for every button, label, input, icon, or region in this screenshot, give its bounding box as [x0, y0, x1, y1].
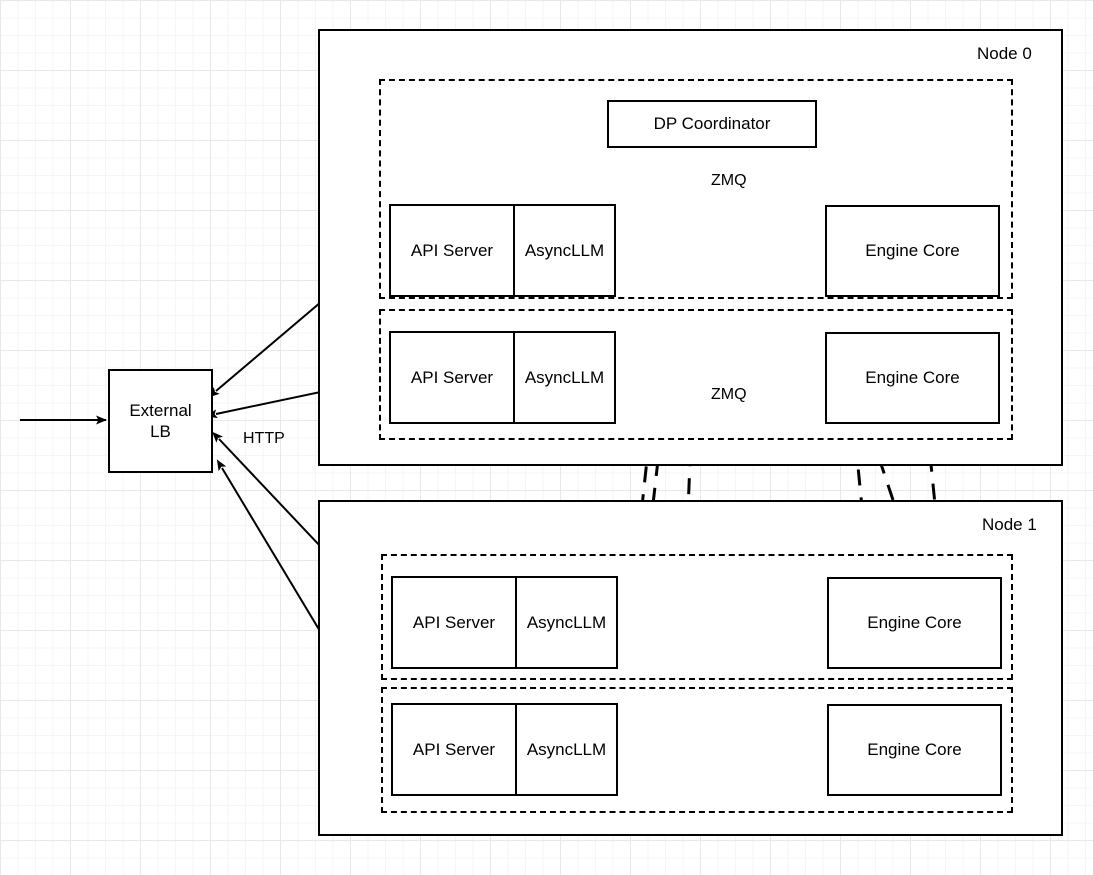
asyncllm-cell[interactable]: AsyncLLM	[524, 367, 605, 387]
asyncllm-cell[interactable]: AsyncLLM	[524, 240, 605, 260]
node-0-replica-1-engine-core[interactable]: Engine Core	[825, 332, 1000, 424]
node-0-replica-0-server[interactable]: API Server AsyncLLM	[389, 204, 616, 297]
zmq-label-top: ZMQ	[711, 172, 747, 189]
dp-coordinator-box[interactable]: DP Coordinator	[607, 100, 817, 148]
node-0-replica-1-server[interactable]: API Server AsyncLLM	[389, 331, 616, 424]
engine-core-label: Engine Core	[865, 241, 960, 261]
external-lb-label-line1: External	[129, 400, 192, 420]
node-1-replica-1-engine-core[interactable]: Engine Core	[827, 704, 1002, 796]
engine-core-label: Engine Core	[867, 740, 962, 760]
node-1-replica-1-server[interactable]: API Server AsyncLLM	[391, 703, 618, 796]
asyncllm-cell[interactable]: AsyncLLM	[526, 739, 607, 759]
node-1-label: Node 1	[982, 515, 1037, 534]
node-1-replica-0-engine-core[interactable]: Engine Core	[827, 577, 1002, 669]
engine-core-label: Engine Core	[867, 613, 962, 633]
node-0-label: Node 0	[977, 44, 1032, 63]
dp-coordinator-label: DP Coordinator	[653, 114, 771, 134]
zmq-label-bottom: ZMQ	[711, 386, 747, 403]
external-lb-box[interactable]: External LB	[108, 369, 213, 473]
api-server-cell[interactable]: API Server	[393, 578, 517, 667]
http-label: HTTP	[243, 430, 285, 447]
api-server-cell[interactable]: API Server	[391, 333, 515, 422]
api-server-cell[interactable]: API Server	[391, 206, 515, 295]
engine-core-label: Engine Core	[865, 368, 960, 388]
asyncllm-cell[interactable]: AsyncLLM	[526, 612, 607, 632]
node-1-replica-0-server[interactable]: API Server AsyncLLM	[391, 576, 618, 669]
api-server-cell[interactable]: API Server	[393, 705, 517, 794]
external-lb-label-line2: LB	[150, 422, 171, 441]
node-0-replica-0-engine-core[interactable]: Engine Core	[825, 205, 1000, 297]
